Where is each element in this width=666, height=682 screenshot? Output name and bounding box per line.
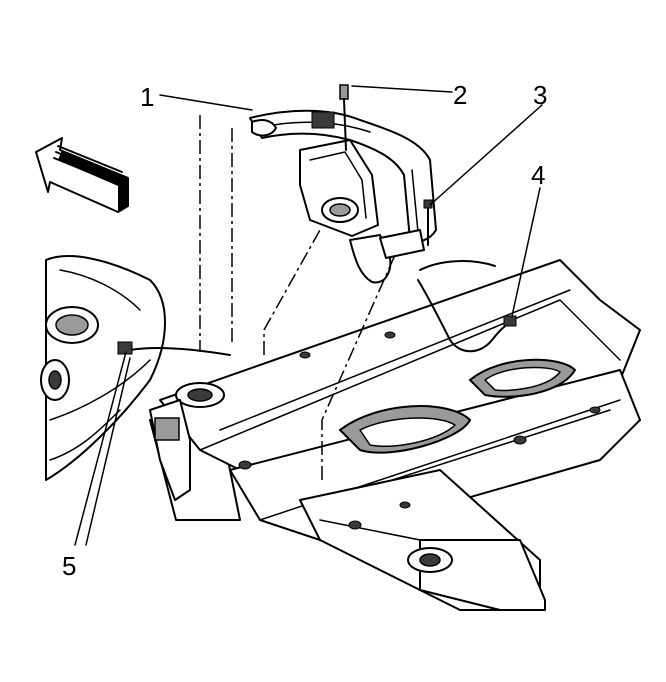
vehicle-frame — [149, 259, 641, 611]
callout-4: 4 — [531, 160, 545, 190]
direction-arrow-icon — [35, 137, 129, 213]
callout-3: 3 — [533, 80, 547, 110]
alignment-lines — [199, 115, 396, 480]
leader-lines — [74, 85, 543, 546]
callout-2: 2 — [453, 80, 467, 110]
underbody-components — [40, 255, 166, 481]
sensor-harness — [117, 260, 517, 356]
callout-1: 1 — [140, 82, 154, 112]
exhaust-pipe-assembly — [249, 84, 437, 284]
callout-5: 5 — [62, 551, 76, 581]
